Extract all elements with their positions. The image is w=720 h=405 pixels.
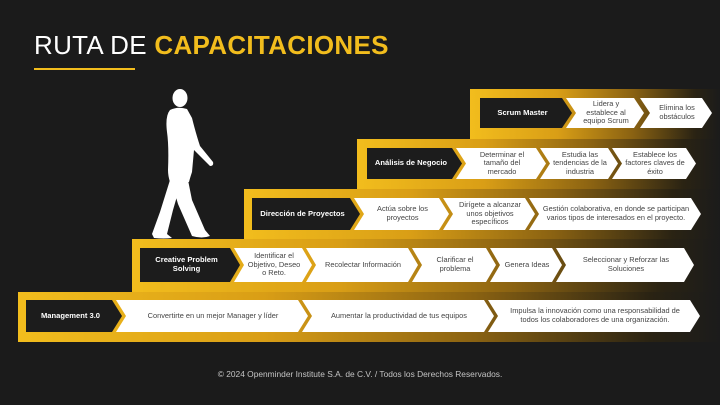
- slide-title: RUTA DE CAPACITACIONES: [34, 30, 389, 61]
- step-label: Management 3.0: [26, 300, 122, 332]
- step-cell: Seleccionar y Reforzar las Soluciones: [556, 248, 694, 282]
- step-management-3-0: Management 3.0 Convertirte en un mejor M…: [18, 292, 720, 342]
- step-creative-problem-solving: Creative Problem Solving Identificar el …: [132, 239, 720, 292]
- step-cell: Lidera y establece al equipo Scrum: [566, 98, 644, 128]
- step-cell: Establece los factores claves de éxito: [612, 148, 696, 179]
- step-analisis-de-negocio: Análisis de Negocio Determinar el tamaño…: [357, 139, 720, 189]
- title-part-1: RUTA DE: [34, 30, 155, 60]
- step-cell: Actúa sobre los proyectos: [354, 198, 449, 230]
- step-cell: Aumentar la productividad de tus equipos: [302, 300, 494, 332]
- step-cell: Clarificar el problema: [412, 248, 496, 282]
- footer-copyright: © 2024 Openminder Institute S.A. de C.V.…: [217, 369, 503, 379]
- step-cell: Genera Ideas: [490, 248, 562, 282]
- step-label: Creative Problem Solving: [140, 248, 240, 282]
- step-scrum-master: Scrum Master Lidera y establece al equip…: [470, 89, 720, 139]
- step-cell: Determinar el tamaño del mercado: [456, 148, 546, 179]
- step-label: Análisis de Negocio: [367, 148, 462, 179]
- step-direccion-de-proyectos: Dirección de Proyectos Actúa sobre los p…: [244, 189, 720, 239]
- step-cell: Recolectar Información: [306, 248, 418, 282]
- step-cell: Convertirte en un mejor Manager y líder: [116, 300, 308, 332]
- step-cell: Dirígete a alcanzar unos objetivos espec…: [443, 198, 535, 230]
- step-cell: Gestión colaborativa, en donde se partic…: [529, 198, 701, 230]
- walking-person-icon: [152, 89, 214, 239]
- step-label: Dirección de Proyectos: [252, 198, 360, 230]
- step-label: Scrum Master: [480, 98, 572, 128]
- step-cell: Identificar el Objetivo, Deseo o Reto.: [234, 248, 312, 282]
- step-cell: Elimina los obstáculos: [640, 98, 712, 128]
- step-cell: Impulsa la innovación como una responsab…: [488, 300, 700, 332]
- title-part-2: CAPACITACIONES: [154, 30, 389, 60]
- title-underline: [34, 68, 135, 70]
- step-cell: Estudia las tendencias de la industria: [540, 148, 618, 179]
